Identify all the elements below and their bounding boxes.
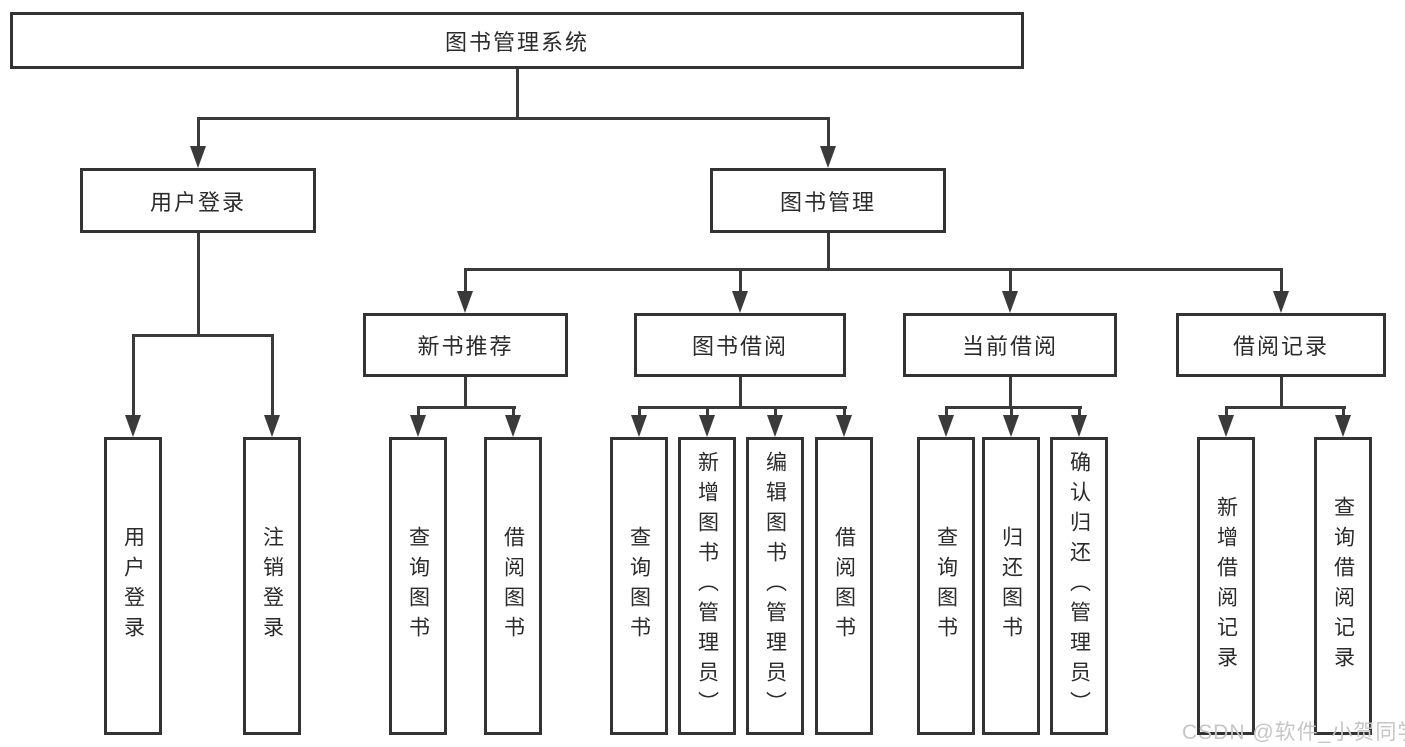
connector-hline — [132, 334, 274, 337]
connector-vline — [827, 117, 830, 150]
leaf-label: 借阅图书 — [501, 526, 525, 646]
arrow-down-icon — [732, 291, 748, 313]
leaf-add-book-admin: 新增图书（管理员） — [678, 437, 736, 735]
arrow-down-icon — [699, 415, 715, 437]
connector-vline — [464, 268, 467, 295]
arrow-down-icon — [767, 415, 783, 437]
node-book-borrow: 图书借阅 — [634, 313, 846, 377]
node-borrow-record: 借阅记录 — [1176, 313, 1386, 377]
connector-vline — [197, 117, 200, 150]
leaf-label: 确认归还（管理员） — [1067, 451, 1091, 721]
connector-vline — [739, 268, 742, 295]
leaf-query-books-current: 查询图书 — [917, 437, 975, 735]
arrow-down-icon — [938, 415, 954, 437]
leaf-add-borrow-record: 新增借阅记录 — [1197, 437, 1255, 735]
arrow-down-icon — [125, 415, 141, 437]
connector-vline — [516, 69, 519, 119]
connector-vline — [1010, 406, 1013, 417]
connector-vline — [1009, 268, 1012, 295]
connector-vline — [638, 406, 641, 417]
csdn-watermark: CSDN @软件_小贺同学 — [1182, 721, 1405, 744]
connector-vline — [1009, 377, 1012, 408]
arrow-down-icon — [1002, 291, 1018, 313]
connector-vline — [774, 406, 777, 417]
connector-vline — [1280, 268, 1283, 295]
connector-vline — [706, 406, 709, 417]
connector-vline — [464, 377, 467, 408]
leaf-query-borrow-record: 查询借阅记录 — [1314, 437, 1372, 735]
arrow-down-icon — [1335, 415, 1351, 437]
arrow-down-icon — [1273, 291, 1289, 313]
connector-hline — [638, 406, 847, 409]
connector-hline — [464, 268, 1283, 271]
leaf-label: 用户登录 — [121, 526, 145, 646]
connector-vline — [197, 233, 200, 336]
leaf-query-books-recommend: 查询图书 — [389, 437, 447, 735]
connector-vline — [827, 233, 830, 270]
connector-hline — [945, 406, 1082, 409]
connector-vline — [1225, 406, 1228, 417]
leaf-logout: 注销登录 — [243, 437, 301, 735]
arrow-down-icon — [820, 146, 836, 168]
leaf-label: 新增图书（管理员） — [695, 451, 719, 721]
connector-vline — [512, 406, 515, 417]
arrow-down-icon — [1218, 415, 1234, 437]
arrow-down-icon — [505, 415, 521, 437]
leaf-return-book: 归还图书 — [982, 437, 1040, 735]
arrow-down-icon — [457, 291, 473, 313]
arrow-down-icon — [264, 415, 280, 437]
connector-hline — [197, 117, 830, 120]
connector-vline — [945, 406, 948, 417]
leaf-label: 新增借阅记录 — [1214, 496, 1238, 676]
leaf-user-login: 用户登录 — [104, 437, 162, 735]
connector-vline — [1280, 377, 1283, 408]
leaf-borrow-books-recommend: 借阅图书 — [484, 437, 542, 735]
arrow-down-icon — [410, 415, 426, 437]
leaf-label: 查询图书 — [934, 526, 958, 646]
leaf-label: 借阅图书 — [832, 526, 856, 646]
connector-vline — [1078, 406, 1081, 417]
arrow-down-icon — [1003, 415, 1019, 437]
arrow-down-icon — [631, 415, 647, 437]
leaf-label: 注销登录 — [260, 526, 284, 646]
connector-vline — [843, 406, 846, 417]
leaf-label: 编辑图书（管理员） — [763, 451, 787, 721]
leaf-label: 归还图书 — [999, 526, 1023, 646]
node-user-login: 用户登录 — [80, 168, 316, 233]
connector-vline — [739, 377, 742, 408]
leaf-label: 查询借阅记录 — [1331, 496, 1355, 676]
connector-vline — [271, 334, 274, 417]
arrow-down-icon — [836, 415, 852, 437]
node-root: 图书管理系统 — [10, 12, 1024, 69]
node-book-management: 图书管理 — [710, 168, 946, 233]
connector-vline — [1342, 406, 1345, 417]
arrow-down-icon — [1071, 415, 1087, 437]
connector-vline — [417, 406, 420, 417]
leaf-query-books-borrow: 查询图书 — [610, 437, 668, 735]
leaf-edit-book-admin: 编辑图书（管理员） — [746, 437, 804, 735]
leaf-confirm-return-admin: 确认归还（管理员） — [1050, 437, 1108, 735]
connector-hline — [417, 406, 516, 409]
connector-hline — [1225, 406, 1346, 409]
node-new-book-recommend: 新书推荐 — [363, 313, 568, 377]
arrow-down-icon — [190, 146, 206, 168]
connector-vline — [132, 334, 135, 417]
leaf-borrow-book: 借阅图书 — [815, 437, 873, 735]
leaf-label: 查询图书 — [627, 526, 651, 646]
node-current-borrow: 当前借阅 — [903, 313, 1117, 377]
leaf-label: 查询图书 — [406, 526, 430, 646]
